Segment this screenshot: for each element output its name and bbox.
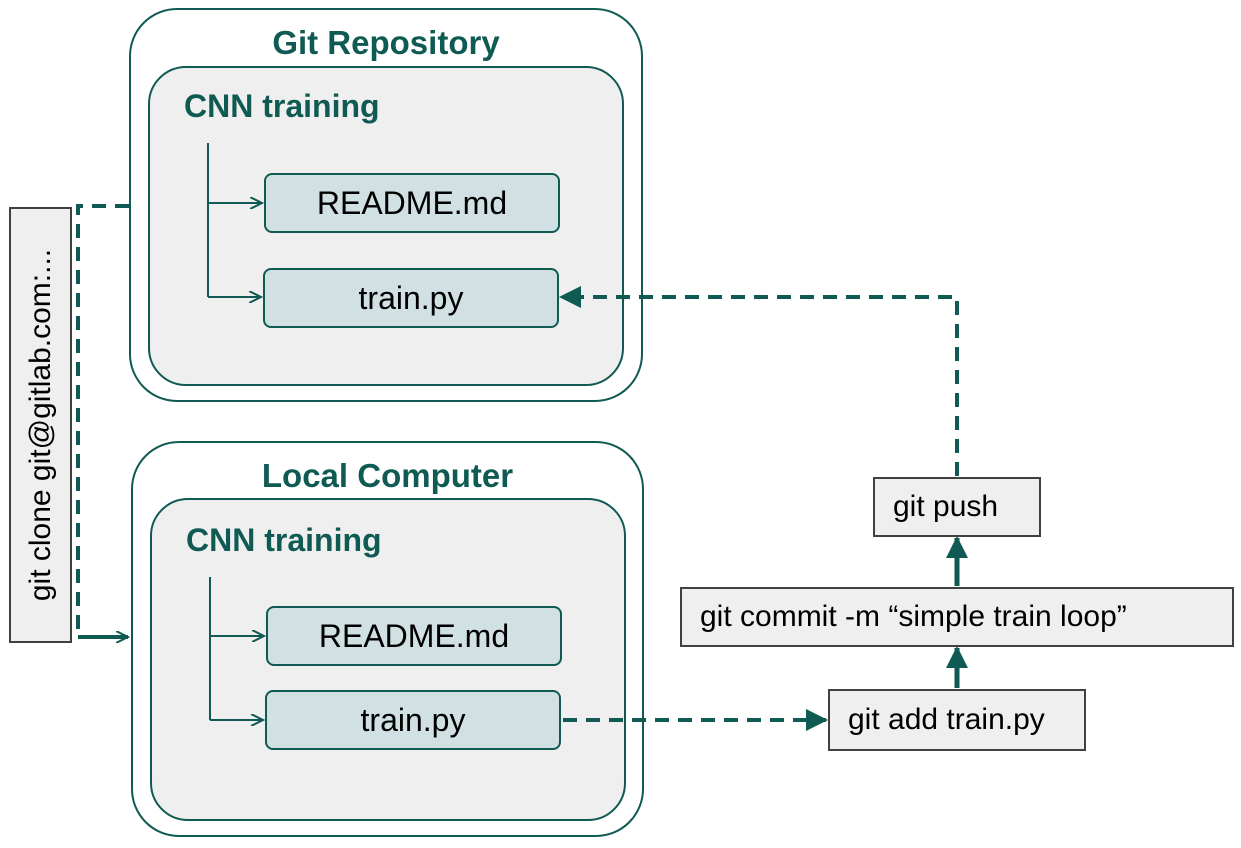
local-file-readme: README.md — [266, 606, 562, 666]
repo-tree-lines — [207, 143, 262, 297]
repo-file-train: train.py — [263, 268, 559, 328]
clone-arrow — [76, 204, 129, 637]
local-folder-title: CNN training — [186, 522, 382, 558]
git-commit-command: git commit -m “simple train loop” — [680, 587, 1234, 647]
git-repository-title: Git Repository — [272, 24, 500, 61]
repo-file-readme: README.md — [264, 173, 560, 233]
local-computer-title: Local Computer — [261, 457, 514, 494]
git-push-command: git push — [873, 477, 1041, 537]
local-file-train: train.py — [265, 690, 561, 750]
push-arrow — [559, 286, 959, 476]
git-clone-command: git clone git@gitlab.com:... — [9, 207, 72, 643]
repo-folder-title: CNN training — [184, 88, 380, 124]
local-tree-lines — [209, 577, 264, 720]
git-add-command: git add train.py — [828, 689, 1086, 751]
